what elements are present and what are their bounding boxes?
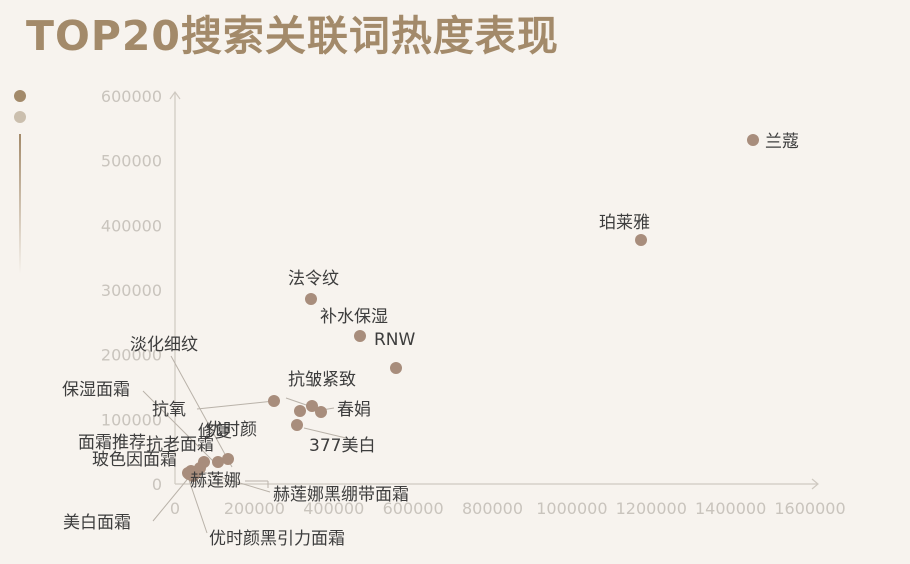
chart-title: TOP20搜索关联词热度表现 [26, 12, 559, 60]
y-tick-label: 200000 [101, 346, 162, 365]
point-label: 377美白 [309, 436, 375, 456]
data-point [390, 362, 402, 374]
legend-gradient-bar [19, 134, 21, 274]
y-tick-label: 300000 [101, 281, 162, 300]
data-point [268, 395, 280, 407]
data-point [635, 234, 647, 246]
data-point [305, 293, 317, 305]
point-label: 法令纹 [288, 269, 339, 289]
data-point [747, 134, 759, 146]
point-label: 抗氧 [152, 400, 186, 420]
x-tick-label: 0 [170, 499, 180, 518]
data-points [182, 134, 759, 482]
x-tick-label: 1000000 [536, 499, 607, 518]
x-tick-label: 1400000 [695, 499, 766, 518]
leader-line [202, 471, 271, 493]
point-label: 补水保湿 [320, 307, 388, 327]
data-point [212, 456, 224, 468]
leader-line [196, 400, 275, 410]
point-label: 面霜推荐 [78, 433, 146, 453]
point-label: 兰蔻 [765, 132, 799, 152]
x-tick-label: 200000 [224, 499, 285, 518]
point-label: 抗皱紧致 [288, 370, 356, 390]
point-label: 抗老面霜 [146, 435, 214, 455]
x-tick-label: 1200000 [616, 499, 687, 518]
point-label: RNW [374, 330, 416, 350]
data-point [291, 419, 303, 431]
leader-line [170, 355, 233, 468]
leader-line [188, 479, 208, 534]
x-tick-label: 1600000 [774, 499, 845, 518]
data-point [294, 405, 306, 417]
point-label: 保湿面霜 [62, 380, 130, 400]
point-label: 赫莲娜 [190, 471, 241, 491]
point-label: 赫莲娜黑绷带面霜 [273, 485, 409, 505]
legend-dot-dark [14, 90, 26, 102]
point-label: 玻色因面霜 [92, 450, 177, 470]
y-tick-label: 600000 [101, 87, 162, 106]
data-point [315, 406, 327, 418]
legend-dot-light [14, 111, 26, 123]
axes: 0 100000 200000 300000 400000 500000 600000 0 20… [101, 87, 846, 518]
y-tick-label: 400000 [101, 216, 162, 235]
x-tick-label: 600000 [383, 499, 444, 518]
data-point [354, 330, 366, 342]
y-tick-label: 500000 [101, 152, 162, 171]
point-label: 修复 [198, 422, 232, 442]
point-label: 春娟 [337, 400, 371, 420]
y-tick-label: 100000 [101, 410, 162, 429]
point-label: 珀莱雅 [599, 213, 650, 233]
leader-line [303, 427, 347, 439]
x-axis-arrow [811, 478, 819, 490]
point-label: 淡化细纹 [130, 335, 198, 355]
point-label: 美白面霜 [63, 513, 131, 533]
point-label: 优时颜黑引力面霜 [209, 529, 345, 549]
data-point [182, 467, 194, 479]
y-tick-label: 0 [152, 475, 162, 494]
x-tick-label: 800000 [462, 499, 523, 518]
y-axis-arrow [169, 90, 181, 100]
data-point [222, 453, 234, 465]
data-point [194, 462, 206, 474]
point-label: 优时颜 [206, 420, 257, 440]
x-tick-label: 400000 [303, 499, 364, 518]
leader-line [142, 390, 219, 467]
data-point [306, 400, 318, 412]
